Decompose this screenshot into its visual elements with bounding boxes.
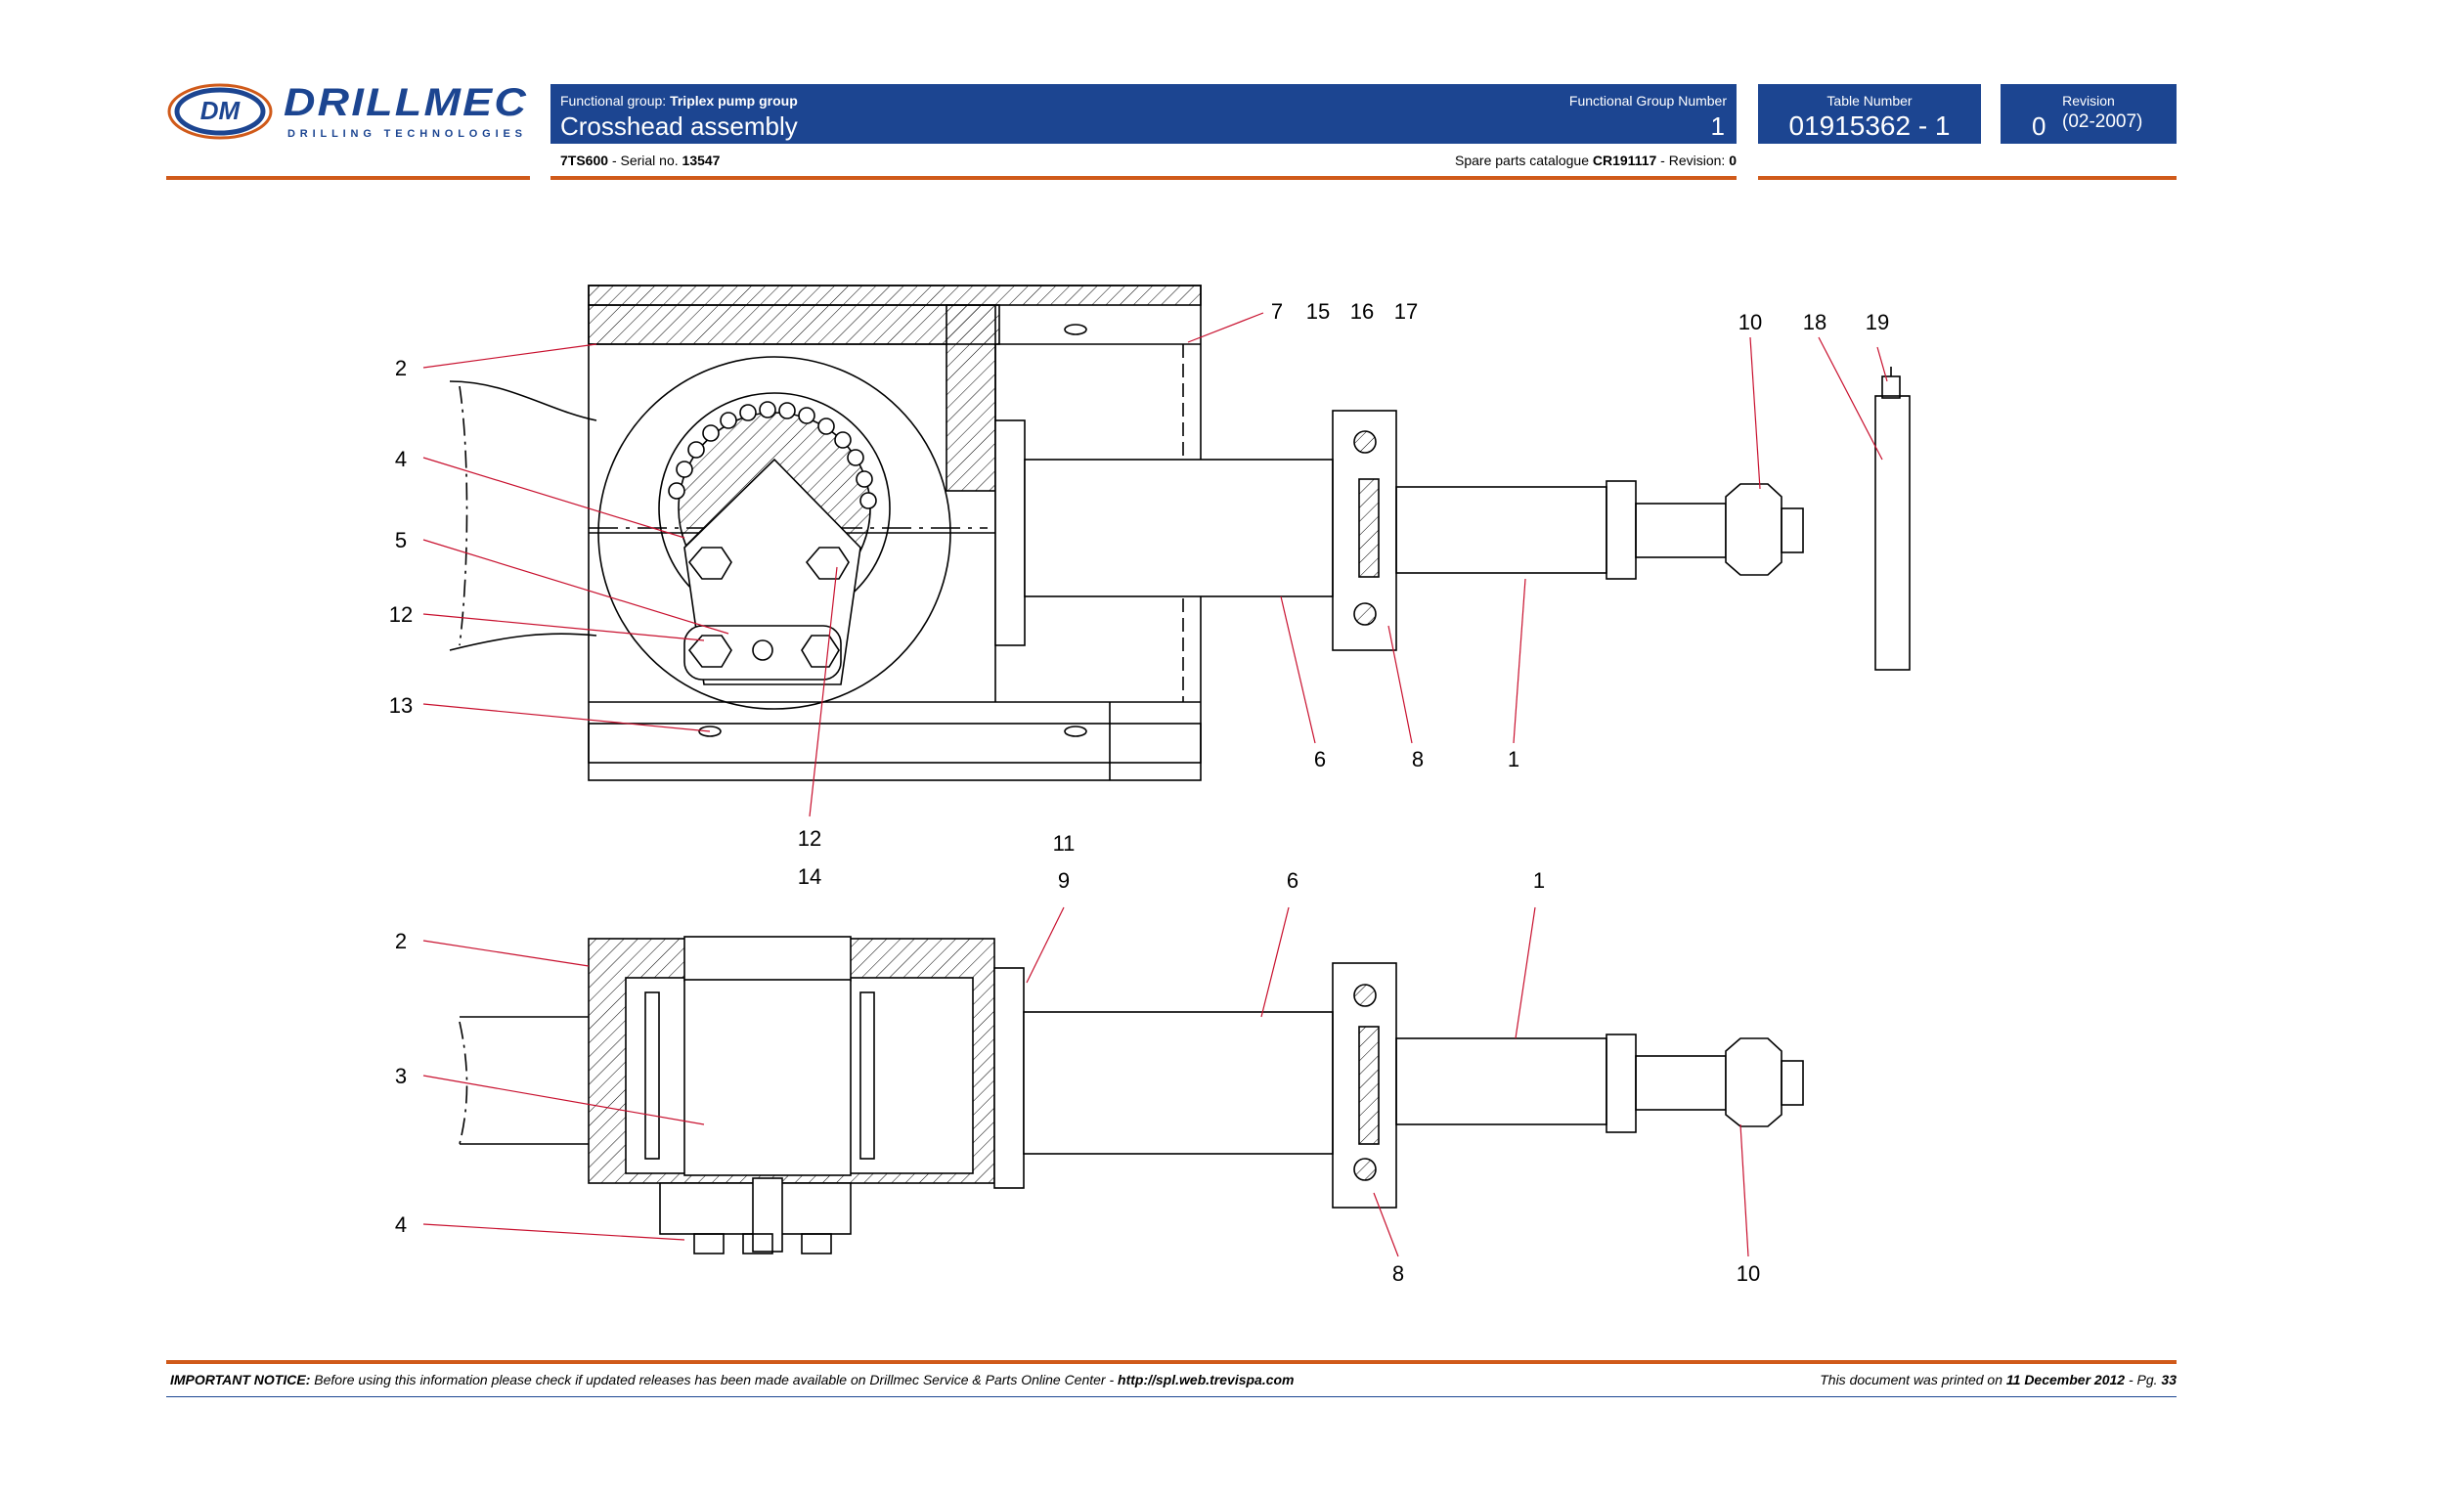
callout-label: 2	[395, 929, 407, 953]
callout-label: 8	[1412, 747, 1424, 771]
table-number: 01915362 - 1	[1788, 110, 1951, 141]
callout-label: 5	[395, 528, 407, 552]
logo-wordmark: DRILLMEC	[284, 81, 528, 124]
callout-label: 15	[1306, 299, 1330, 324]
footer-bottom-rule	[166, 1396, 2177, 1397]
revision-date: (02-2007)	[2062, 111, 2143, 132]
callout-label: 4	[395, 447, 407, 471]
callout-label: 3	[395, 1064, 407, 1088]
important-notice: IMPORTANT NOTICE: Before using this info…	[170, 1372, 1295, 1387]
callout-label: 8	[1392, 1261, 1404, 1286]
callout-label: 10	[1737, 1261, 1760, 1286]
callout-label: 6	[1287, 868, 1298, 893]
catalogue-revision-label: - Revision:	[1660, 153, 1726, 168]
catalogue-info: Spare parts catalogue CR191117 - Revisio…	[1455, 153, 1737, 168]
logo-underline	[166, 176, 530, 180]
callout-label: 6	[1314, 747, 1326, 771]
revision-box: Revision 0 (02-2007)	[2001, 84, 2177, 144]
callout-label: 4	[395, 1212, 407, 1237]
serial-label: - Serial no.	[611, 153, 679, 168]
callout-label: 12	[389, 602, 413, 627]
logo-emblem: DM	[200, 96, 242, 125]
callout-label: 10	[1738, 310, 1762, 334]
notice-text: Before using this information please che…	[314, 1372, 1115, 1387]
catalogue-revision-value: 0	[1729, 153, 1737, 168]
functional-group-number-label: Functional Group Number	[1568, 93, 1727, 109]
header-title-box: Functional group: Triplex pump group Cro…	[550, 84, 1737, 144]
page-number: 33	[2161, 1372, 2177, 1387]
callout-label: 2	[395, 356, 407, 380]
callout-label: 14	[798, 864, 821, 889]
print-info: This document was printed on 11 December…	[1820, 1372, 2177, 1387]
functional-group-value: Triplex pump group	[670, 93, 798, 109]
header-rule-right	[1758, 176, 2177, 180]
callout-label: 13	[389, 693, 413, 718]
callout-label: 17	[1394, 299, 1418, 324]
drillmec-logo: DM DRILLMEC DRILLING TECHNOLOGIES	[167, 81, 528, 140]
table-number-label: Table Number	[1826, 93, 1913, 109]
callout-label: 18	[1803, 310, 1826, 334]
catalogue-value: CR191117	[1592, 153, 1657, 168]
table-number-box: Table Number 01915362 - 1	[1758, 84, 1981, 144]
model-serial: 7TS600 - Serial no. 13547	[560, 153, 720, 168]
callout-label: 12	[798, 826, 821, 851]
callout-label: 19	[1866, 310, 1889, 334]
header-rule	[550, 176, 1737, 180]
callout-label: 11	[1053, 831, 1076, 856]
functional-group-label: Functional group:	[560, 93, 667, 109]
page-title: Crosshead assembly	[560, 111, 798, 141]
notice-link[interactable]: http://spl.web.trevispa.com	[1118, 1372, 1295, 1387]
callout-label: 1	[1508, 747, 1519, 771]
catalogue-label: Spare parts catalogue	[1455, 153, 1589, 168]
revision-number: 0	[2032, 111, 2046, 141]
callout-label: 7	[1271, 299, 1283, 324]
callout-label: 1	[1533, 868, 1545, 893]
serial-value: 13547	[682, 153, 721, 168]
model: 7TS600	[560, 153, 609, 168]
functional-group: Functional group: Triplex pump group	[560, 93, 798, 109]
printed-date: 11 December 2012	[2005, 1372, 2126, 1387]
callout-label: 16	[1350, 299, 1374, 324]
page-label: - Pg.	[2128, 1372, 2158, 1387]
functional-group-number: 1	[1710, 111, 1725, 141]
footer-rule	[166, 1360, 2177, 1364]
revision-label: Revision	[2062, 93, 2115, 109]
printed-label: This document was printed on	[1820, 1372, 2002, 1387]
notice-label: IMPORTANT NOTICE:	[170, 1372, 311, 1387]
callout-label: 9	[1058, 868, 1070, 893]
